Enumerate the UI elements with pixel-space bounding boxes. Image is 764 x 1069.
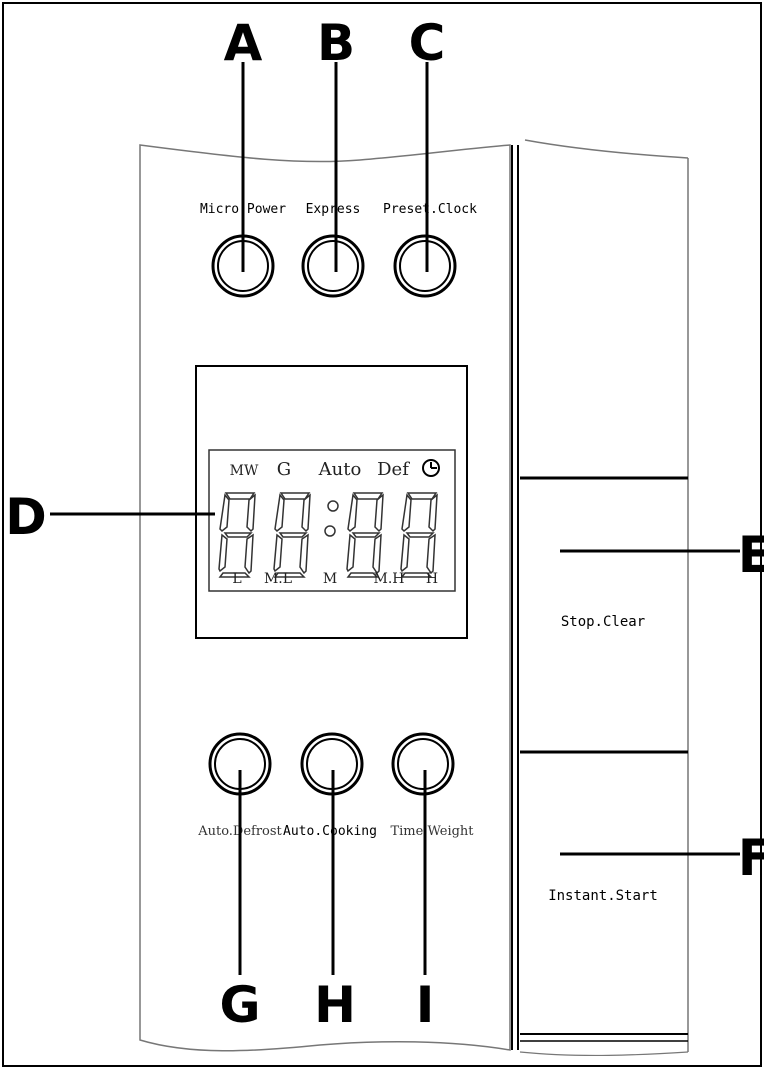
callout-h: H — [314, 976, 356, 1034]
instant-start-label: Instant.Start — [548, 888, 658, 904]
clock-icon — [422, 459, 440, 477]
callout-g: G — [219, 976, 260, 1034]
time-weight-label: Time Weight — [390, 824, 474, 839]
display-frame — [195, 365, 468, 639]
lcd-label-mh: M.H — [374, 571, 405, 587]
lcd-label-ml: M.L — [264, 571, 292, 587]
express-label: Express — [306, 202, 361, 217]
stop-clear-label: Stop.Clear — [561, 614, 645, 630]
callout-i: I — [416, 976, 435, 1034]
digit-2 — [273, 492, 311, 578]
express-button[interactable] — [301, 234, 365, 298]
lcd-label-m: M — [323, 571, 337, 587]
lcd-label-l: L — [232, 571, 241, 587]
digit-3 — [346, 492, 384, 578]
preset-clock-label: Preset.Clock — [383, 202, 477, 217]
lcd-label-def: Def — [377, 459, 410, 480]
time-weight-button[interactable] — [391, 732, 455, 796]
lcd-panel — [208, 449, 456, 592]
main-panel — [139, 144, 511, 1052]
colon-indicator — [324, 500, 339, 537]
right-column — [511, 139, 689, 1057]
digit-1 — [218, 492, 256, 578]
callout-f: F — [738, 829, 764, 887]
preset-clock-button[interactable] — [393, 234, 457, 298]
instant-start-button[interactable] — [522, 758, 686, 1030]
lcd-digits — [218, 492, 438, 578]
lcd-label-mw: MW — [230, 463, 259, 479]
callout-e: E — [738, 526, 764, 584]
digit-4 — [400, 492, 438, 578]
callout-d: D — [5, 488, 47, 546]
auto-cooking-label: Auto.Cooking — [283, 824, 377, 839]
lcd-label-h: H — [426, 571, 438, 587]
stop-clear-button[interactable] — [522, 484, 686, 748]
lcd-label-auto: Auto — [318, 459, 362, 480]
lcd-label-g: G — [277, 459, 291, 480]
